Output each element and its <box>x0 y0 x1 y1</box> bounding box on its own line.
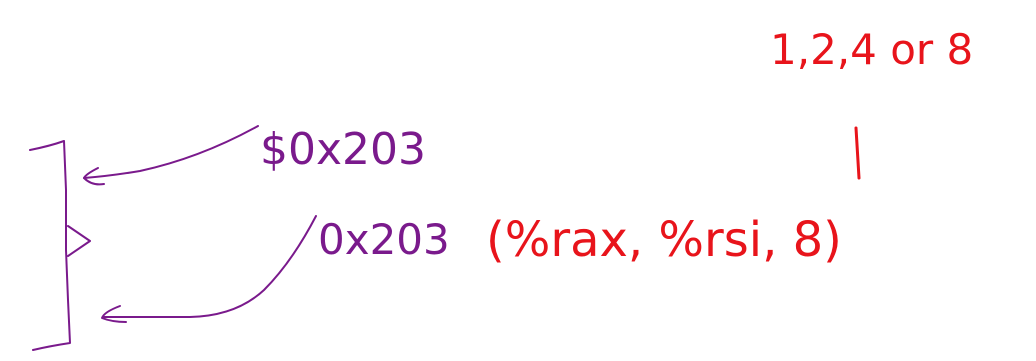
memory-operand-label: (%rax, %rsi, 8) <box>486 212 842 268</box>
memory-arrow-line <box>103 215 317 318</box>
memory-displacement-label: 0x203 <box>318 215 450 264</box>
immediate-arrow-line <box>83 125 259 179</box>
immediate-label: $0x203 <box>260 124 426 175</box>
bracket-midpoint-mark <box>67 225 91 257</box>
instruction-bracket <box>29 140 71 351</box>
scale-pointer-line <box>854 126 861 180</box>
scale-choices-label: 1,2,4 or 8 <box>770 25 973 74</box>
memory-arrow-head <box>101 305 127 323</box>
immediate-arrow-head <box>83 167 105 186</box>
